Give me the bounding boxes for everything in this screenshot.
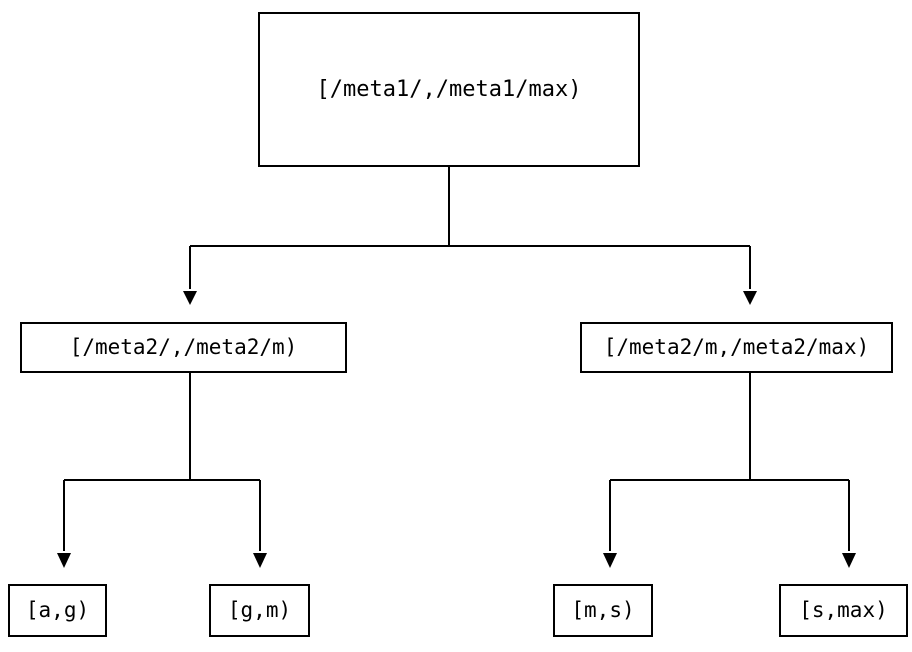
tree-node-meta2-low-label: [/meta2/,/meta2/m) xyxy=(69,335,298,359)
tree-node-meta2-high-label: [/meta2/m,/meta2/max) xyxy=(603,335,870,359)
tree-node-leaf-smax[interactable]: [s,max) xyxy=(779,584,908,637)
arrowhead-to-leaf-gm xyxy=(253,553,267,568)
tree-node-leaf-smax-label: [s,max) xyxy=(799,598,888,622)
tree-node-root-label: [/meta1/,/meta1/max) xyxy=(316,76,582,102)
tree-node-leaf-gm-label: [g,m) xyxy=(227,598,292,622)
arrowhead-to-leaf-ag xyxy=(57,553,71,568)
arrowhead-to-leaf-smax xyxy=(842,553,856,568)
tree-node-leaf-ag-label: [a,g) xyxy=(25,598,90,622)
tree-node-leaf-ag[interactable]: [a,g) xyxy=(8,584,107,637)
tree-node-meta2-high[interactable]: [/meta2/m,/meta2/max) xyxy=(580,322,893,373)
tree-node-root[interactable]: [/meta1/,/meta1/max) xyxy=(258,12,640,167)
arrowhead-to-meta2-low xyxy=(183,291,197,305)
tree-node-meta2-low[interactable]: [/meta2/,/meta2/m) xyxy=(20,322,347,373)
tree-node-leaf-ms-label: [m,s) xyxy=(571,598,635,622)
arrowhead-to-meta2-high xyxy=(743,291,757,305)
arrowhead-to-leaf-ms xyxy=(603,553,617,568)
tree-node-leaf-gm[interactable]: [g,m) xyxy=(209,584,310,637)
tree-node-leaf-ms[interactable]: [m,s) xyxy=(553,584,653,637)
